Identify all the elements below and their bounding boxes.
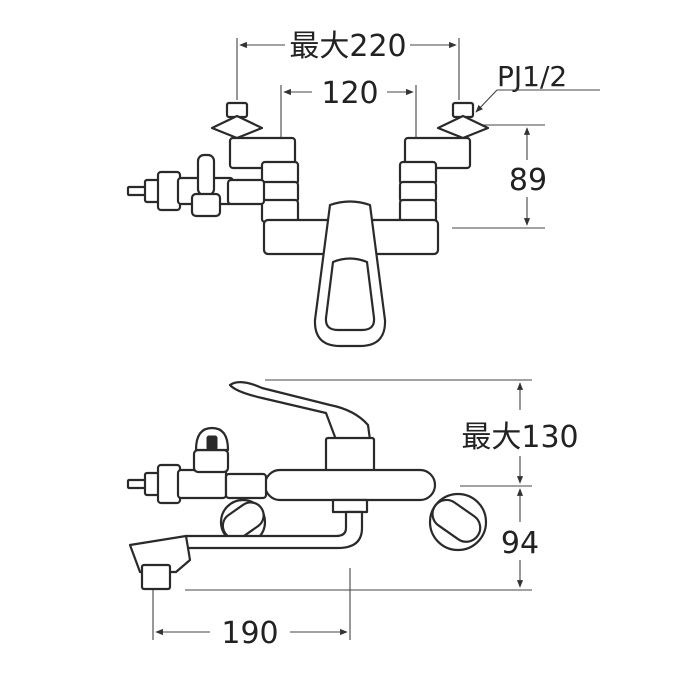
dimension-max-220: 最大220 (236, 29, 460, 100)
stop-valve-top (126, 153, 266, 218)
stop-valve-side (126, 426, 268, 505)
spout (128, 510, 364, 591)
label-190: 190 (221, 616, 278, 651)
dimension-94: 94 (185, 485, 539, 591)
faucet-body-side (263, 436, 437, 514)
top-view: 最大220 120 PJ1/2 89 (126, 29, 600, 348)
faucet-body-top (262, 200, 440, 348)
thread-callout: PJ1/2 (475, 60, 600, 113)
left-fitting (210, 101, 300, 224)
lever-side (228, 381, 372, 447)
eccentric-joints (219, 492, 488, 552)
dimension-max-130: 最大130 (265, 379, 579, 484)
dimension-120: 120 (280, 76, 417, 140)
label-thread: PJ1/2 (497, 60, 567, 93)
label-120: 120 (321, 76, 378, 111)
dimension-190: 190 (152, 568, 351, 651)
label-89: 89 (509, 163, 547, 198)
label-max-130: 最大130 (461, 420, 578, 455)
label-94: 94 (501, 526, 539, 561)
label-max-220: 最大220 (289, 29, 406, 64)
dimension-89: 89 (452, 124, 547, 229)
right-fitting (398, 101, 490, 224)
side-view: 最大130 94 190 (126, 379, 579, 651)
